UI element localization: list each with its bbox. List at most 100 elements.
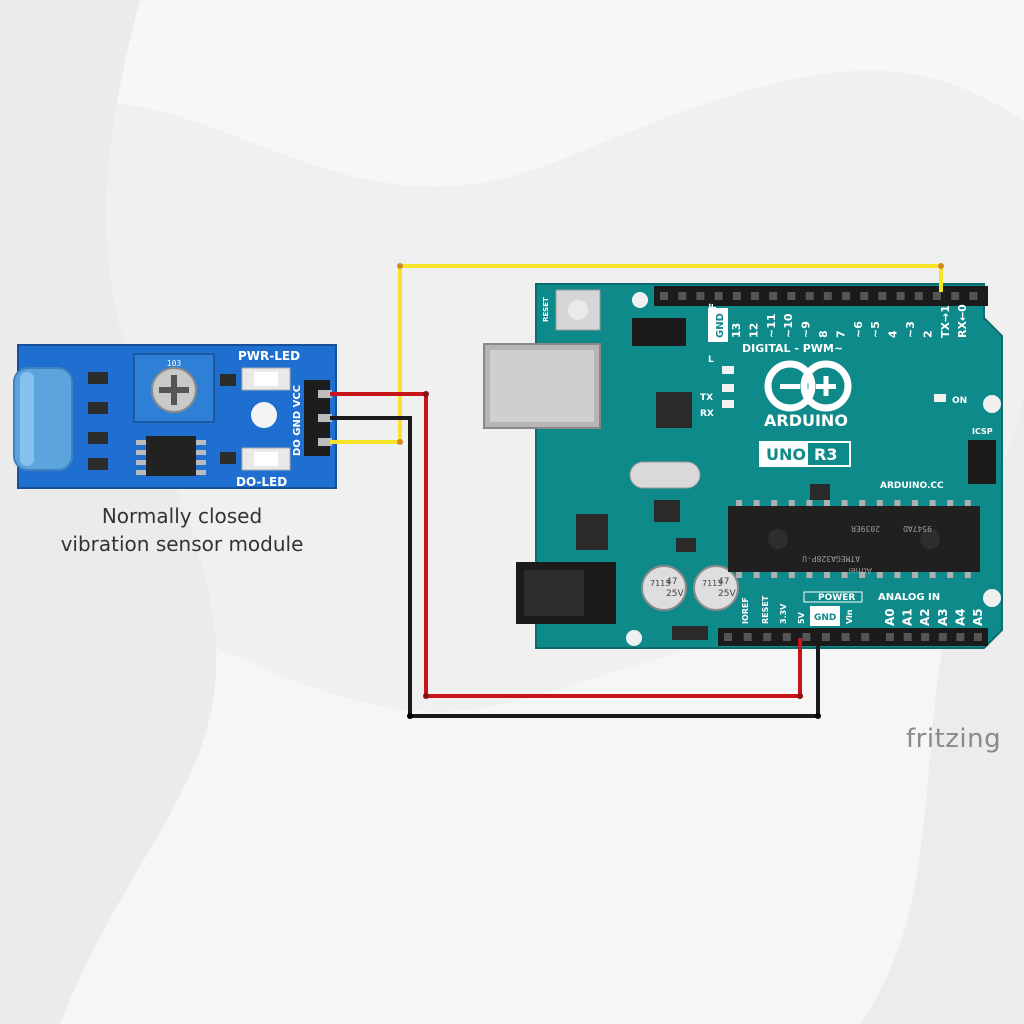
- label-digital-pwm: DIGITAL - PWM~: [742, 342, 843, 355]
- label-do-led: DO-LED: [236, 475, 287, 489]
- header-hole[interactable]: [933, 292, 941, 300]
- header-hole[interactable]: [743, 633, 752, 641]
- chip-leg: [929, 500, 936, 506]
- header-hole[interactable]: [842, 292, 850, 300]
- svg-text:Atmel: Atmel: [849, 566, 872, 575]
- chip-leg: [859, 500, 866, 506]
- header-hole[interactable]: [822, 633, 830, 641]
- header-hole[interactable]: [861, 633, 870, 641]
- label-gnd-top: GND: [715, 313, 726, 338]
- chip-leg: [929, 572, 936, 578]
- svg-text:7113: 7113: [650, 579, 670, 588]
- chip-leg: [912, 500, 918, 506]
- crystal: [629, 461, 701, 489]
- chip-leg: [824, 572, 830, 578]
- header-hole[interactable]: [841, 633, 850, 641]
- header-hole[interactable]: [724, 633, 732, 641]
- chip-leg: [736, 572, 742, 578]
- header-hole[interactable]: [903, 633, 912, 641]
- header-hole[interactable]: [878, 292, 887, 300]
- analog-pin-label: A5: [971, 608, 985, 626]
- chip-leg: [894, 500, 901, 506]
- capacitor-1: 7113 47 25V: [641, 565, 687, 611]
- reset-button: [555, 289, 601, 331]
- header-hole[interactable]: [751, 292, 759, 300]
- header-hole[interactable]: [805, 292, 814, 300]
- sensor-caption: Normally closed vibration sensor module: [30, 502, 334, 558]
- svg-text:25V: 25V: [666, 589, 684, 599]
- header-hole[interactable]: [678, 292, 687, 300]
- digital-pin-label: ~6: [852, 321, 865, 338]
- chip-leg: [771, 500, 778, 506]
- chip-leg: [859, 572, 866, 578]
- header-hole[interactable]: [886, 633, 894, 641]
- power-pin-label: RESET: [761, 595, 770, 624]
- header-hole[interactable]: [714, 292, 723, 300]
- chip-leg: [806, 572, 813, 578]
- header-hole[interactable]: [660, 292, 668, 300]
- header-hole[interactable]: [956, 633, 965, 641]
- chip-leg: [894, 572, 901, 578]
- pot-code: 103: [167, 359, 182, 368]
- digital-pin-label: 13: [730, 323, 743, 338]
- arduino-logo: [764, 360, 852, 412]
- digital-pin-label: ~11: [765, 313, 778, 338]
- header-hole[interactable]: [951, 292, 960, 300]
- dc-power-jack: [516, 562, 616, 624]
- chip-leg: [964, 500, 971, 506]
- header-hole[interactable]: [763, 633, 772, 641]
- header-hole[interactable]: [782, 633, 791, 641]
- label-icsp: ICSP: [972, 427, 993, 436]
- vibration-sensor-module: 103 PWR-LED DO-LED DO: [13, 344, 337, 489]
- power-pin-label: 3.3V: [779, 603, 788, 624]
- digital-pin-label: 2: [921, 330, 934, 338]
- wires: [330, 263, 944, 719]
- chip-leg: [947, 572, 954, 578]
- digital-pin-label: 12: [747, 323, 760, 338]
- header-hole[interactable]: [914, 292, 923, 300]
- label-on: ON: [952, 396, 967, 406]
- analog-pin-label: A3: [936, 608, 950, 626]
- chip-leg: [824, 500, 830, 506]
- header-hole[interactable]: [769, 292, 778, 300]
- chip-leg: [876, 500, 883, 506]
- fritzing-brand: fritzing: [906, 724, 1002, 754]
- usb-b-connector: [483, 343, 601, 429]
- header-hole[interactable]: [860, 292, 869, 300]
- header-hole[interactable]: [787, 292, 796, 300]
- svg-text:9547AD: 9547AD: [903, 524, 932, 533]
- digital-pin-label: ~3: [904, 321, 917, 338]
- header-hole[interactable]: [969, 292, 978, 300]
- header-hole[interactable]: [732, 292, 741, 300]
- digital-pin-label: 4: [887, 330, 900, 338]
- header-hole[interactable]: [974, 633, 982, 641]
- header-hole[interactable]: [938, 633, 947, 641]
- digital-pin-label: TX→1: [939, 305, 952, 338]
- power-pin-label: IOREF: [741, 597, 750, 624]
- caption-line-2: vibration sensor module: [60, 532, 304, 556]
- label-l: L: [708, 355, 714, 365]
- header-hole[interactable]: [802, 633, 811, 641]
- model-rev: R3: [814, 445, 837, 464]
- model-uno: UNO: [766, 445, 806, 464]
- icsp-header: [968, 440, 996, 484]
- usb-controller-chip: [656, 392, 692, 428]
- power-pin-label: 5V: [797, 611, 806, 624]
- potentiometer: 103: [133, 353, 215, 423]
- caption-line-1: Normally closed: [101, 504, 263, 528]
- chip-leg: [771, 572, 778, 578]
- header-hole[interactable]: [696, 292, 705, 300]
- header-hole[interactable]: [823, 292, 832, 300]
- header-hole[interactable]: [921, 633, 930, 641]
- power-pin-header: [718, 628, 886, 646]
- vibration-switch-cylinder: [13, 367, 73, 471]
- sensor-pin-labels: DO GND VCC: [292, 385, 303, 456]
- svg-text:47: 47: [718, 577, 729, 587]
- header-hole[interactable]: [896, 292, 905, 300]
- svg-text:ATMEGA328P-U: ATMEGA328P-U: [802, 554, 860, 563]
- chip-leg: [788, 572, 795, 578]
- chip-leg: [753, 500, 760, 506]
- chip-leg: [806, 500, 813, 506]
- digital-pin-header: [654, 286, 988, 306]
- digital-pin-label: 8: [817, 330, 830, 338]
